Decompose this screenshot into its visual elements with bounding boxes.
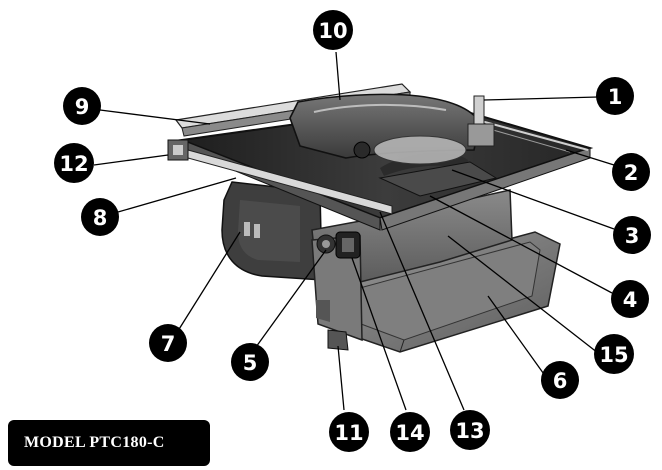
- blade-guard: [289, 93, 481, 176]
- model-label: MODEL PTC180-C: [24, 434, 165, 451]
- tile-saw-illustration: [167, 83, 594, 353]
- callout-4-label: 4: [623, 288, 638, 312]
- callout-11: 11: [329, 412, 369, 452]
- callout-5: 5: [231, 343, 269, 381]
- callout-14-label: 14: [395, 421, 424, 445]
- callout-8-label: 8: [93, 206, 108, 230]
- model-badge: MODEL PTC180-C: [8, 420, 210, 466]
- callout-9: 9: [63, 87, 101, 125]
- callout-1: 1: [596, 77, 634, 115]
- callout-10-label: 10: [318, 19, 347, 43]
- callout-4: 4: [611, 280, 649, 318]
- callout-9-label: 9: [75, 95, 90, 119]
- callout-14: 14: [390, 412, 430, 452]
- callout-11-label: 11: [334, 421, 363, 445]
- bevel-lock-knob: [335, 231, 361, 259]
- callout-1-label: 1: [608, 85, 623, 109]
- callout-8: 8: [81, 198, 119, 236]
- support-foot: [327, 329, 349, 351]
- motor-housing: [221, 181, 323, 281]
- callout-7-label: 7: [161, 332, 176, 356]
- guard-support-post: [467, 95, 495, 147]
- callout-6-label: 6: [553, 369, 568, 393]
- callout-2-label: 2: [624, 161, 639, 185]
- leader-lines: [93, 51, 615, 411]
- callout-13-label: 13: [455, 419, 484, 443]
- callout-12-label: 12: [59, 152, 88, 176]
- callout-13: 13: [450, 410, 490, 450]
- callout-3: 3: [613, 216, 651, 254]
- callouts: 1 2 3 4 5 6 7 8: [54, 10, 651, 452]
- callout-12: 12: [54, 143, 94, 183]
- callout-10: 10: [313, 10, 353, 50]
- splash-guard: [378, 161, 498, 197]
- callout-5-label: 5: [243, 351, 258, 375]
- callout-15: 15: [594, 334, 634, 374]
- callout-2: 2: [612, 153, 650, 191]
- motor-switch-icon: [244, 222, 250, 236]
- tilt-knob: [316, 234, 336, 254]
- callout-7: 7: [149, 324, 187, 362]
- callout-15-label: 15: [599, 343, 628, 367]
- callout-6: 6: [541, 361, 579, 399]
- callout-3-label: 3: [625, 224, 640, 248]
